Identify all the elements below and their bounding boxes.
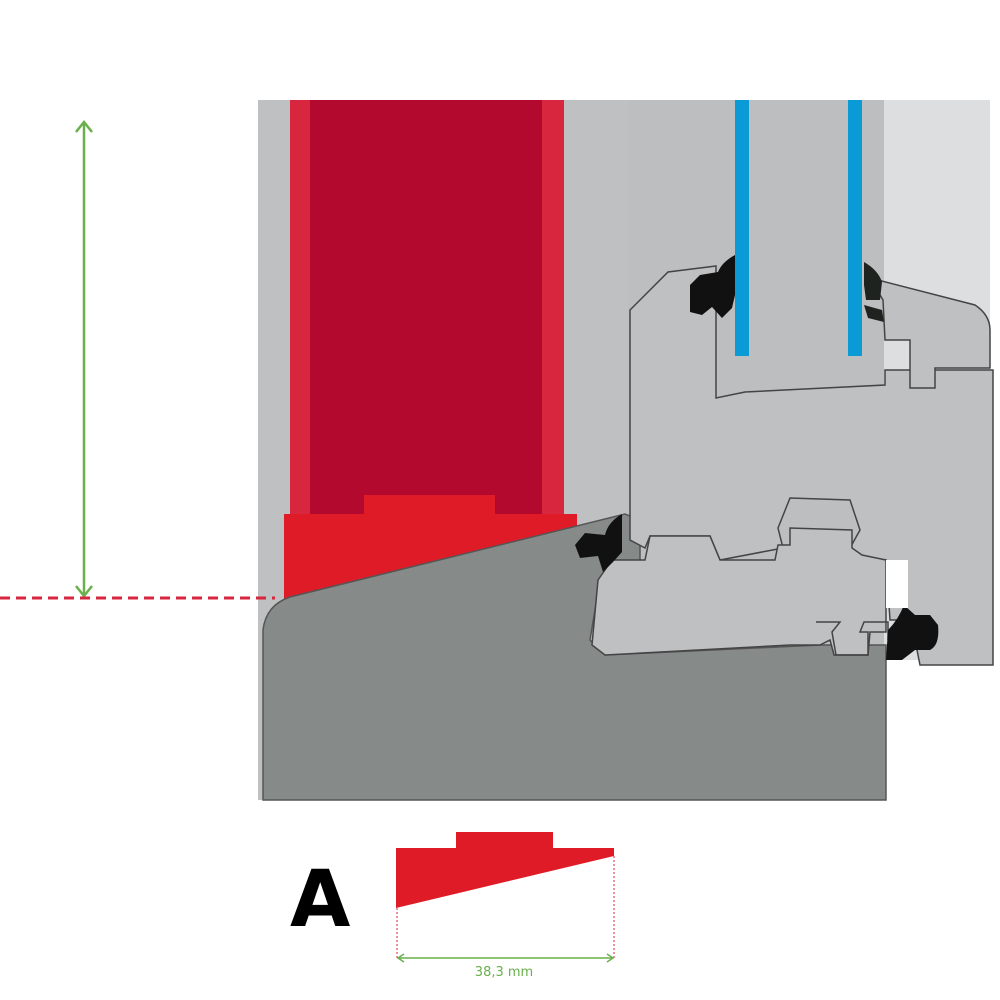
detail-dimension-text: 38,3 mm <box>475 965 533 980</box>
glazing-seal-outer <box>864 262 882 300</box>
detail-label: A <box>290 855 350 945</box>
frame-notch <box>816 621 889 656</box>
detail-dimension-arrow-right <box>606 953 615 963</box>
height-dimension-arrow-bottom <box>75 585 93 599</box>
detail-wedge-profile <box>396 832 614 908</box>
wall-block-inner <box>310 100 542 520</box>
height-dimension-arrow-top <box>75 119 93 133</box>
frame-seal <box>886 605 939 660</box>
glass-pane-outer <box>848 100 862 356</box>
wedge-profile <box>284 495 577 600</box>
detail-dimension-arrow-left <box>396 953 405 963</box>
sill-seal <box>575 514 622 572</box>
window-sill <box>262 513 887 801</box>
glazing-seal-outer-lower <box>864 305 884 322</box>
drainage-slot <box>886 560 908 608</box>
glass-pane-inner <box>735 100 749 356</box>
frame-profile <box>591 527 887 656</box>
glazing-seal-inner <box>690 255 735 318</box>
glazing-bead <box>868 276 991 389</box>
